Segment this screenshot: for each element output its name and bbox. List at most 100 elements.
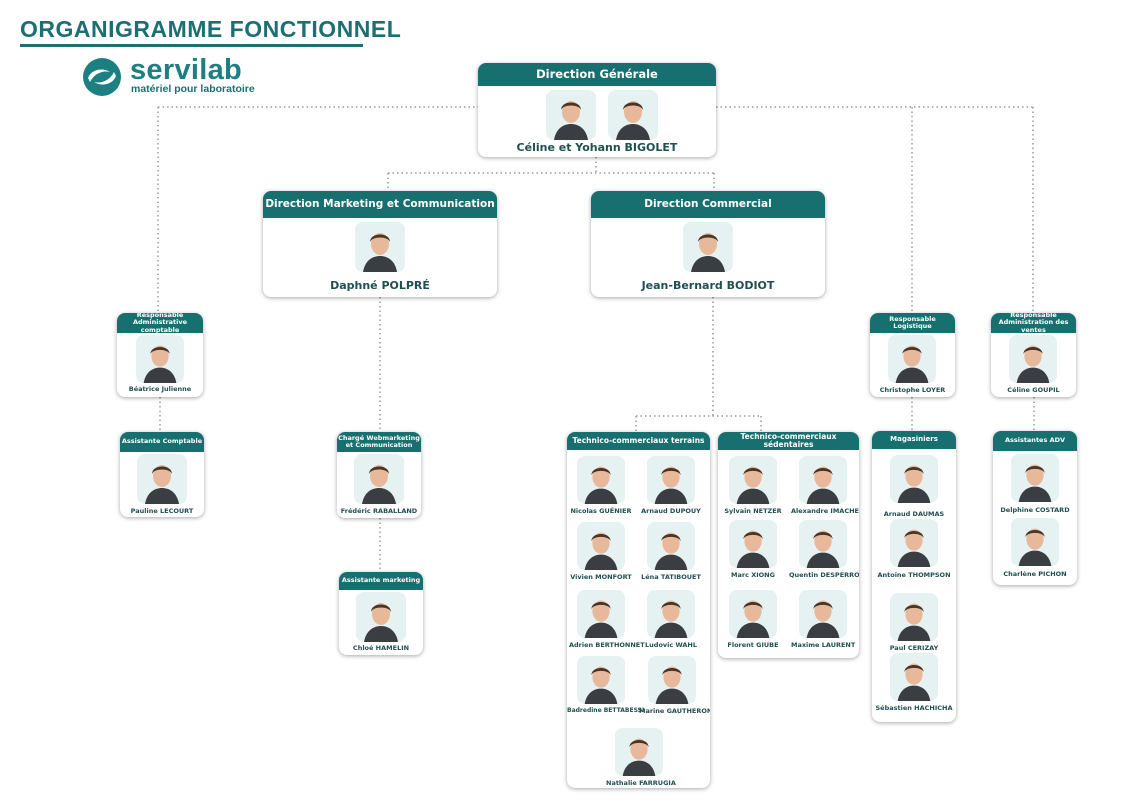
title-underline	[20, 44, 363, 47]
person-name: Ludovic WAHL	[645, 641, 697, 649]
card-title: Magasiniers	[872, 431, 956, 449]
person-icon	[137, 454, 187, 504]
list-item: Ludovic WAHL	[639, 590, 703, 649]
person-icon	[890, 455, 938, 503]
list-item: Antoine THOMPSON	[872, 519, 956, 579]
person-name: Adrien BERTHONNET	[569, 641, 645, 649]
person-name: Frédéric RABALLAND	[340, 507, 418, 515]
avatar-celine	[546, 90, 596, 140]
person-name: Christophe LOYER	[879, 386, 946, 394]
avatar-person	[1009, 335, 1057, 383]
logo-swirl-icon	[83, 58, 121, 96]
card-title: Assistante Comptable	[120, 432, 204, 452]
person-icon	[729, 590, 777, 638]
card-title: Assistante marketing	[339, 572, 423, 590]
person-icon	[890, 593, 938, 641]
list-item: Paul CERIZAY	[872, 593, 956, 652]
person-icon	[577, 590, 625, 638]
person-name: Pauline LECOURT	[130, 507, 194, 515]
person-name: Céline et Yohann BIGOLET	[516, 141, 678, 154]
list-item: Sébastien HACHICHA	[872, 653, 956, 712]
person-name: Sylvain NETZER	[724, 507, 782, 515]
person-name: Quentin DESPERROIS	[789, 571, 859, 579]
person-name: Delphine COSTARD	[1000, 506, 1070, 514]
list-item: Vivien MONFORT	[569, 522, 633, 581]
person-icon	[355, 222, 405, 272]
card-title: Responsable Administrative comptable	[117, 313, 203, 333]
person-name: Béatrice Julienne	[128, 385, 192, 393]
avatar-person	[683, 222, 733, 272]
card-direction-generale: Direction Générale Céline et Yohann BIGO…	[478, 63, 716, 157]
person-icon	[729, 456, 777, 504]
list-item: Badredine BETTABESSI	[567, 656, 645, 714]
card-title: Direction Marketing et Communication	[263, 191, 497, 218]
avatar-yohann	[608, 90, 658, 140]
list-item: Arnaud DUPOUY	[639, 456, 703, 515]
person-icon	[608, 90, 658, 140]
card-title: Direction Générale	[478, 63, 716, 86]
list-item: Adrien BERTHONNET	[569, 590, 645, 649]
avatar-person	[355, 222, 405, 272]
person-icon	[729, 520, 777, 568]
card-title: Assistantes ADV	[993, 431, 1077, 451]
person-icon	[799, 520, 847, 568]
person-icon	[1011, 518, 1059, 566]
person-name: Charlène PICHON	[1003, 570, 1067, 578]
servilab-logo: servilab matériel pour laboratoire	[80, 54, 255, 98]
list-item: Florent GIUBE	[721, 590, 785, 649]
person-icon	[615, 728, 663, 776]
person-name: Maxime LAURENT	[791, 641, 856, 649]
card-title: Chargé Webmarketing et Communication	[337, 432, 421, 452]
card-assist-marketing: Assistante marketing Chloé HAMELIN	[339, 572, 423, 655]
person-name: Céline GOUPIL	[1007, 386, 1060, 394]
person-name: Nathalie FARRUGIA	[606, 779, 676, 787]
list-item: Nicolas GUÉNIER	[569, 456, 633, 515]
card-title: Responsable Logistique	[870, 313, 955, 333]
card-direction-marketing: Direction Marketing et Communication Dap…	[263, 191, 497, 297]
person-name: Sébastien HACHICHA	[875, 704, 953, 712]
person-name: Florent GIUBE	[727, 641, 779, 649]
person-icon	[577, 522, 625, 570]
person-name: Paul CERIZAY	[889, 644, 939, 652]
list-item: Delphine COSTARD	[993, 454, 1077, 514]
person-icon	[647, 522, 695, 570]
page-title: ORGANIGRAMME FONCTIONNEL	[20, 16, 402, 42]
list-item: Marine GAUTHERON	[639, 656, 710, 715]
person-icon	[1011, 454, 1059, 502]
list-item: Arnaud DAUMAS	[872, 455, 956, 518]
card-logistique: Responsable Logistique Christophe LOYER	[870, 313, 955, 397]
person-icon	[647, 590, 695, 638]
person-name: Marine GAUTHERON	[639, 707, 710, 715]
avatar-person	[137, 454, 187, 504]
person-name: Jean-Bernard BODIOT	[641, 279, 775, 292]
card-webmarketing: Chargé Webmarketing et Communication Fré…	[337, 432, 421, 518]
person-name: Alexandre IMACHE	[791, 507, 859, 515]
person-name: Arnaud DAUMAS	[883, 510, 945, 518]
person-name: Chloé HAMELIN	[352, 644, 410, 652]
card-title: Technico-commerciaux terrains	[567, 432, 710, 450]
list-item: Sylvain NETZER	[721, 456, 785, 515]
person-name: Badredine BETTABESSI	[567, 707, 645, 714]
card-terrains: Technico-commerciaux terrains Nicolas GU…	[567, 432, 710, 788]
avatar-person	[136, 335, 184, 383]
card-adv: Responsable Administration des ventes Cé…	[991, 313, 1076, 397]
logo-name: servilab	[130, 54, 243, 86]
list-item: Marc XIONG	[721, 520, 785, 579]
list-item: Charlène PICHON	[993, 518, 1077, 578]
person-icon	[356, 592, 406, 642]
card-assist-compta: Assistante Comptable Pauline LECOURT	[120, 432, 204, 517]
card-resp-admin: Responsable Administrative comptable Béa…	[117, 313, 203, 397]
card-sedentaires: Technico-commerciaux sédentaires Sylvain…	[718, 432, 859, 658]
person-icon	[577, 656, 625, 704]
person-icon	[648, 656, 696, 704]
person-icon	[647, 456, 695, 504]
person-icon	[577, 456, 625, 504]
logo-tagline: matériel pour laboratoire	[131, 83, 255, 95]
person-icon	[136, 335, 184, 383]
person-icon	[354, 454, 404, 504]
list-item: Maxime LAURENT	[791, 590, 855, 649]
card-magasiniers: Magasiniers Arnaud DAUMAS Antoine THOMPS…	[872, 431, 956, 722]
person-name: Marc XIONG	[731, 571, 775, 579]
card-title: Technico-commerciaux sédentaires	[718, 432, 859, 450]
